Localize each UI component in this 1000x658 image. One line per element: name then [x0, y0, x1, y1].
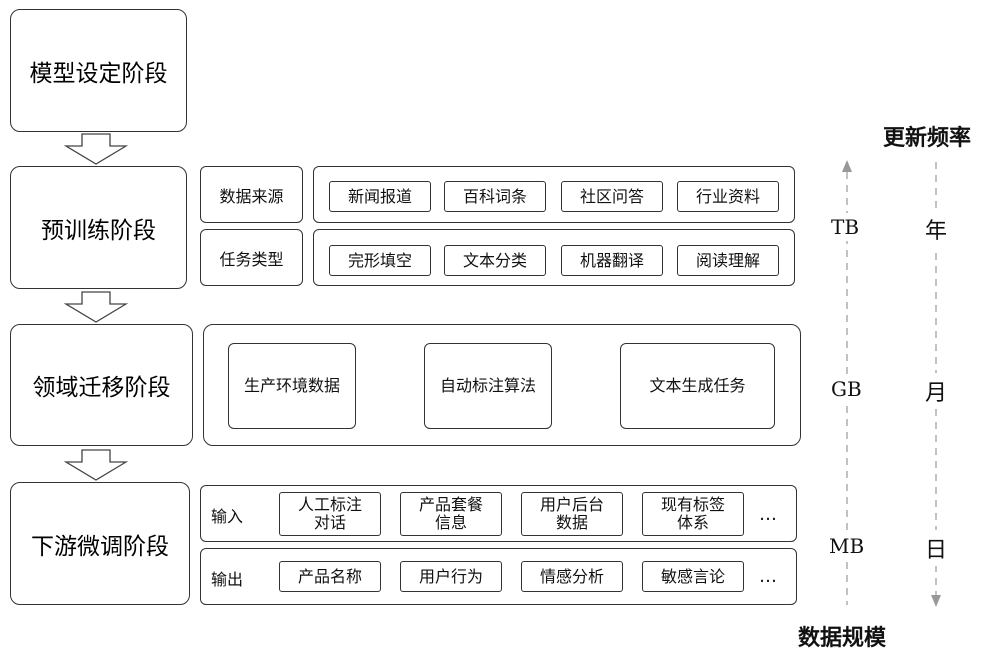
freq-year: 年: [924, 211, 949, 247]
downstream-outputs-container: 输出 产品名称 用户行为 情感分析 敏感言论 …: [200, 548, 797, 605]
data-source-label-box: 数据来源: [200, 166, 303, 223]
task-type-item: 阅读理解: [677, 245, 779, 276]
data-source-label: 数据来源: [219, 186, 284, 206]
stage-downstream-label: 下游微调阶段: [31, 533, 169, 560]
data-scale-arrowhead: [842, 160, 852, 172]
task-type-label: 任务类型: [219, 249, 284, 269]
size-tb: TB: [829, 213, 862, 241]
size-mb: MB: [827, 532, 867, 560]
down-arrow-3: [63, 449, 129, 481]
update-freq-heading: 更新频率: [883, 126, 972, 151]
flow-arrows: [63, 133, 129, 481]
stage-domain-transfer-label: 领域迁移阶段: [32, 375, 171, 401]
input-item: 用户后台 数据: [521, 492, 623, 536]
domain-item: 生产环境数据: [228, 343, 356, 429]
input-ellipsis: …: [759, 504, 778, 525]
task-type-item: 完形填空: [329, 245, 431, 276]
down-arrow-2: [63, 291, 129, 323]
input-item: 人工标注 对话: [279, 492, 381, 536]
input-label: 输入: [211, 507, 244, 526]
output-item: 用户行为: [400, 561, 502, 592]
data-scale-heading: 数据规模: [798, 626, 887, 651]
domain-item: 文本生成任务: [620, 343, 775, 429]
output-item: 敏感言论: [642, 561, 744, 592]
task-type-label-box: 任务类型: [200, 229, 303, 286]
update-freq-arrowhead: [931, 595, 941, 607]
data-source-item: 百科词条: [444, 181, 546, 212]
stage-pretrain-label: 预训练阶段: [41, 217, 156, 244]
freq-day: 日: [924, 530, 949, 566]
data-source-item: 行业资料: [677, 181, 779, 212]
output-label: 输出: [211, 570, 244, 589]
input-item: 产品套餐 信息: [400, 492, 502, 536]
stage-pretrain: 预训练阶段: [10, 166, 187, 289]
output-ellipsis: …: [759, 566, 778, 587]
stage-domain-transfer: 领域迁移阶段: [10, 324, 193, 446]
task-type-item: 文本分类: [444, 245, 546, 276]
domain-transfer-container: 生产环境数据 自动标注算法 文本生成任务: [203, 324, 801, 446]
stage-model-setup-label: 模型设定阶段: [29, 60, 168, 87]
task-types-container: 完形填空 文本分类 机器翻译 阅读理解: [313, 229, 795, 286]
data-source-item: 社区问答: [561, 181, 663, 212]
domain-item: 自动标注算法: [424, 343, 552, 429]
stage-downstream: 下游微调阶段: [10, 482, 190, 605]
data-sources-container: 新闻报道 百科词条 社区问答 行业资料: [313, 166, 795, 223]
down-arrow-1: [63, 133, 129, 165]
stage-model-setup: 模型设定阶段: [10, 9, 187, 132]
output-item: 产品名称: [279, 561, 381, 592]
downstream-inputs-container: 输入 人工标注 对话 产品套餐 信息 用户后台 数据 现有标签 体系 …: [200, 485, 797, 542]
output-item: 情感分析: [521, 561, 623, 592]
input-item: 现有标签 体系: [642, 492, 744, 536]
size-gb: GB: [829, 375, 864, 403]
freq-month: 月: [924, 373, 949, 409]
task-type-item: 机器翻译: [561, 245, 663, 276]
data-source-item: 新闻报道: [329, 181, 431, 212]
